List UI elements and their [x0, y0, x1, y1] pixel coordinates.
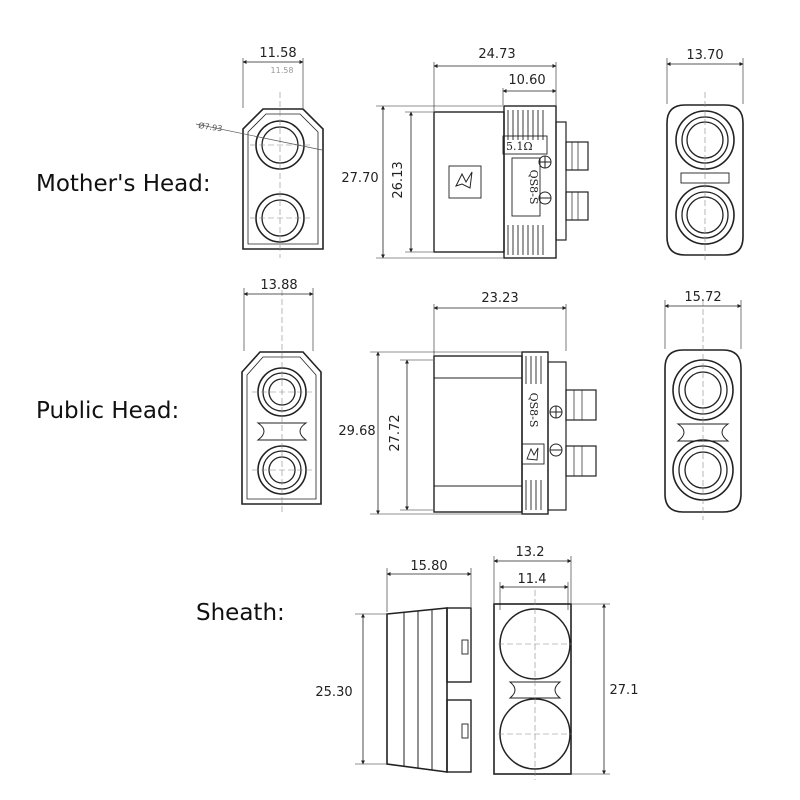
- mother-hole-diameter: Ø7.93: [198, 120, 223, 133]
- public-head-label: Public Head:: [36, 398, 180, 424]
- mother-resistor-mark: 5.1Ω: [506, 140, 533, 153]
- sheath-front-height: 27.1: [610, 683, 639, 698]
- mother-back-view: [666, 58, 744, 262]
- mother-front-width: 11.58: [259, 46, 296, 61]
- mother-front-width-ghost: 11.58: [271, 66, 294, 75]
- sheath-side-height: 25.30: [315, 685, 352, 700]
- mother-front-view: [195, 58, 324, 258]
- mother-rear-length: 10.60: [508, 73, 545, 88]
- mother-side-view: [376, 62, 589, 259]
- public-front-view: [241, 288, 322, 514]
- public-overall-height: 29.68: [338, 424, 375, 439]
- public-front-width: 13.88: [260, 278, 297, 293]
- mother-back-width: 13.70: [686, 48, 723, 63]
- public-overall-length: 23.23: [481, 291, 518, 306]
- mother-model-mark: QS8-S: [527, 170, 540, 205]
- mother-body-height: 26.13: [391, 161, 406, 198]
- mother-overall-length: 24.73: [478, 47, 515, 62]
- public-back-view: [664, 300, 742, 520]
- public-model-mark: QS8-S: [527, 393, 540, 428]
- sheath-outer-width: 13.2: [516, 545, 545, 560]
- mother-head-label: Mother's Head:: [36, 171, 211, 197]
- sheath-label: Sheath:: [196, 600, 285, 626]
- sheath-front-view: [493, 556, 610, 780]
- public-body-height: 27.72: [388, 414, 403, 451]
- sheath-side-view: [355, 568, 472, 773]
- sheath-inner-width: 11.4: [518, 572, 547, 587]
- public-back-width: 15.72: [684, 290, 721, 305]
- sheath-side-length: 15.80: [410, 559, 447, 574]
- public-side-view: [370, 304, 597, 515]
- mother-overall-height: 27.70: [341, 171, 378, 186]
